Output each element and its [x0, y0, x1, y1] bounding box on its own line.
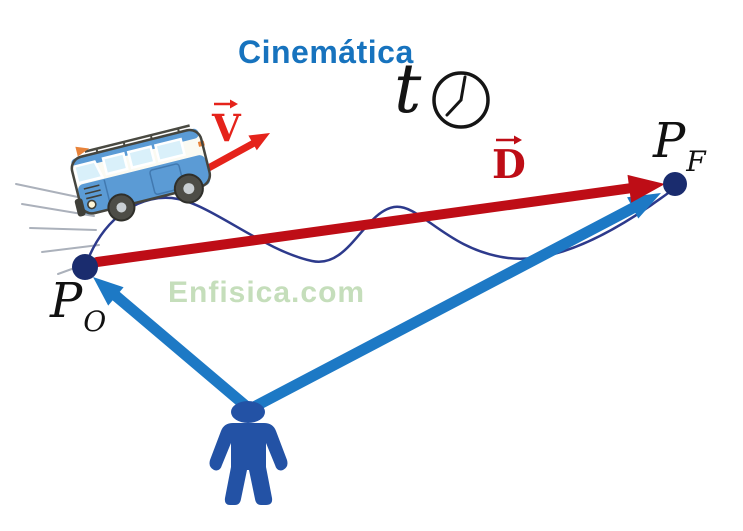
observer-person-icon	[209, 401, 288, 505]
person-head	[231, 401, 265, 423]
van-windshield	[72, 160, 105, 185]
final-point-base: P	[653, 113, 686, 169]
velocity-symbol: V	[212, 106, 241, 150]
clock-icon	[432, 71, 490, 129]
person-body	[209, 423, 288, 505]
van-headlight	[87, 199, 97, 210]
origin-point-base: P	[50, 273, 83, 329]
page-title: Cinemática	[238, 34, 414, 70]
van-roof-rack	[84, 124, 190, 153]
van-bumper	[74, 198, 86, 217]
clock-hour-hand	[445, 98, 463, 117]
vector-arrow-icon	[495, 135, 522, 145]
time-symbol: t	[394, 50, 422, 129]
van-window	[126, 145, 156, 170]
displacement-vector-arrow	[92, 174, 665, 267]
origin-point-label: PO	[50, 277, 106, 336]
origin-point-subscript: O	[83, 305, 107, 338]
van-illustration	[70, 124, 212, 222]
velocity-vector-label: V	[212, 99, 241, 147]
vector-arrow-icon	[214, 99, 239, 109]
observer-arrow-to-origin	[93, 277, 253, 413]
van-door	[149, 163, 185, 195]
final-point-dot	[663, 172, 687, 196]
velocity-vector-arrow	[199, 133, 270, 175]
van-window	[153, 137, 187, 163]
clock-minute-hand	[459, 75, 467, 102]
van-window	[101, 151, 129, 176]
van-flag	[75, 146, 90, 157]
final-point-label: PF	[653, 117, 706, 176]
final-point-subscript: F	[686, 145, 706, 178]
displacement-symbol: D	[492, 142, 526, 188]
displacement-vector-label: D	[492, 135, 526, 185]
trajectory-curve	[83, 186, 676, 268]
origin-point-dot	[72, 254, 98, 280]
watermark: Enfisica.com	[168, 276, 366, 309]
